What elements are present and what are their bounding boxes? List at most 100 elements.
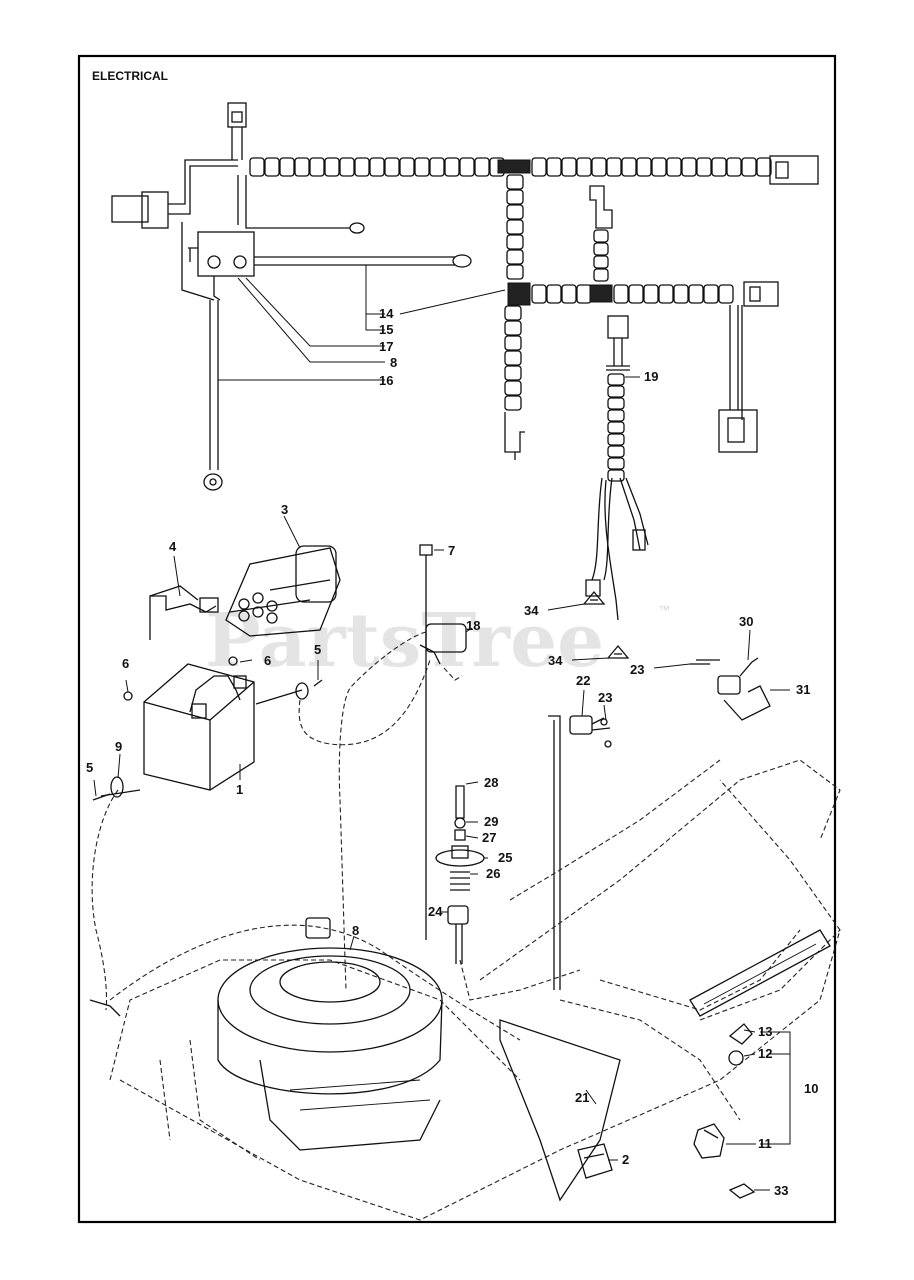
callout-3: 3 xyxy=(281,502,288,517)
loom-segment xyxy=(384,157,400,177)
callout-34b: 34 xyxy=(548,653,563,668)
loom-segment xyxy=(591,157,607,177)
wiring-harness-19 xyxy=(585,315,649,621)
loom-segment xyxy=(593,229,609,243)
solenoid-body xyxy=(197,231,255,277)
callout-5b: 5 xyxy=(314,642,321,657)
loom-segment xyxy=(474,157,490,177)
battery-bracket xyxy=(149,585,219,640)
callout-12: 12 xyxy=(758,1046,772,1061)
loom-segment xyxy=(688,284,704,304)
callout-24: 24 xyxy=(428,904,443,919)
loom-segment xyxy=(607,445,625,458)
callout-28: 28 xyxy=(484,775,498,790)
loom-segment xyxy=(607,409,625,422)
callout-21: 21 xyxy=(575,1090,589,1105)
callout-17: 17 xyxy=(379,339,393,354)
callout-2: 2 xyxy=(622,1152,629,1167)
callout-29: 29 xyxy=(484,814,498,829)
chassis-frame xyxy=(109,759,841,1221)
main-wiring-harness xyxy=(111,102,819,491)
callout-8a: 8 xyxy=(390,355,397,370)
loom-segment xyxy=(703,284,719,304)
callout-9: 9 xyxy=(115,739,122,754)
loom-segment xyxy=(607,397,625,410)
loom-segment xyxy=(309,157,325,177)
switch-22 xyxy=(548,715,612,990)
bolt-7 xyxy=(419,544,433,570)
loom-segment xyxy=(504,335,522,351)
loom-segment xyxy=(621,157,637,177)
watermark: PartsTree xyxy=(205,598,604,684)
pedal-strip xyxy=(689,929,831,1017)
loom-segment xyxy=(593,242,609,256)
coil-18 xyxy=(338,570,467,991)
callout-1: 1 xyxy=(236,782,243,797)
callout-6a: 6 xyxy=(122,656,129,671)
callout-4: 4 xyxy=(169,539,177,554)
loom-segment xyxy=(726,157,742,177)
loom-segment xyxy=(506,234,524,250)
loom-segment xyxy=(643,284,659,304)
loom-segment xyxy=(613,284,629,304)
callout-25: 25 xyxy=(498,850,512,865)
callout-27: 27 xyxy=(482,830,496,845)
loom-segment xyxy=(504,320,522,336)
loom-segment xyxy=(593,255,609,269)
callout-labels: 1 2 3 4 5 5 6 6 7 8 8 9 10 11 12 13 14 1… xyxy=(86,306,818,1198)
loom-segment xyxy=(504,305,522,321)
loom-segment xyxy=(658,284,674,304)
loom-segment xyxy=(636,157,652,177)
callout-18: 18 xyxy=(466,618,480,633)
callout-6b: 6 xyxy=(264,653,271,668)
loom-segment xyxy=(593,268,609,282)
callout-5a: 5 xyxy=(86,760,93,775)
loom-segment xyxy=(399,157,415,177)
loom-segment xyxy=(264,157,280,177)
loom-segment xyxy=(249,157,265,177)
loom-segment xyxy=(414,157,430,177)
loom-segment xyxy=(429,157,445,177)
callout-23b: 23 xyxy=(598,690,612,705)
loom-segment xyxy=(324,157,340,177)
callout-13: 13 xyxy=(758,1024,772,1039)
loom-segment xyxy=(696,157,712,177)
switch-30-31 xyxy=(690,657,771,721)
loom-segment xyxy=(369,157,385,177)
loom-segment xyxy=(506,189,524,205)
loom-segment xyxy=(504,350,522,366)
loom-segment xyxy=(561,157,577,177)
loom-segment xyxy=(531,284,547,304)
loom-segment xyxy=(607,433,625,446)
loom-segment xyxy=(506,204,524,220)
loom-segment xyxy=(681,157,697,177)
watermark-tm: ™ xyxy=(658,603,670,617)
diagram-frame xyxy=(77,54,837,1224)
battery-cover xyxy=(225,545,341,637)
loom-segment xyxy=(504,365,522,381)
loom-segment xyxy=(531,157,547,177)
loom-segment xyxy=(666,157,682,177)
loom-segment xyxy=(576,157,592,177)
loom-segment xyxy=(546,157,562,177)
loom-segment xyxy=(741,157,757,177)
ring-terminal-34 xyxy=(582,590,630,659)
callout-34a: 34 xyxy=(524,603,539,618)
loom-segment xyxy=(354,157,370,177)
callout-7: 7 xyxy=(448,543,455,558)
callout-11: 11 xyxy=(758,1136,772,1151)
callout-33: 33 xyxy=(774,1183,788,1198)
leader-lines xyxy=(93,265,791,1191)
loom-segment xyxy=(561,284,577,304)
loom-segment xyxy=(607,373,625,386)
loom-segment xyxy=(506,174,524,190)
loom-segment xyxy=(504,395,522,411)
loom-segment xyxy=(607,457,625,470)
callout-19: 19 xyxy=(644,369,658,384)
callout-8b: 8 xyxy=(352,923,359,938)
callout-10: 10 xyxy=(804,1081,818,1096)
bracket-21 xyxy=(499,1019,621,1202)
loom-segment xyxy=(339,157,355,177)
callout-31: 31 xyxy=(796,682,810,697)
